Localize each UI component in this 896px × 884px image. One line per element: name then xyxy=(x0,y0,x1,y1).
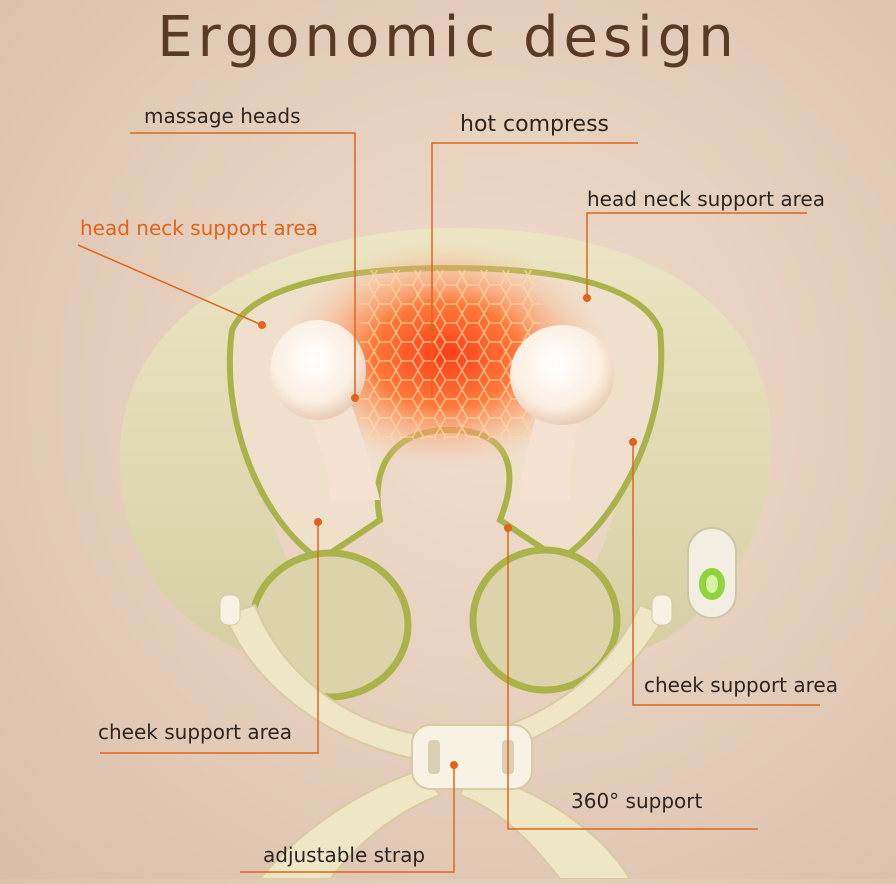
strap-buckle xyxy=(411,724,533,790)
label-cheek-support-right: cheek support area xyxy=(644,673,838,697)
page-title: Ergonomic design xyxy=(157,5,739,70)
label-head-neck-support-right: head neck support area xyxy=(587,187,825,211)
power-button-icon xyxy=(687,527,737,619)
leader-dots xyxy=(258,294,637,769)
leader-lines xyxy=(77,132,820,873)
hot-compress-grid xyxy=(360,270,540,440)
label-hot-compress: hot compress xyxy=(460,112,609,137)
massage-head-left xyxy=(270,320,380,500)
label-adjustable-strap: adjustable strap xyxy=(263,843,426,867)
label-massage-heads: massage heads xyxy=(144,104,301,128)
label-head-neck-support-left: head neck support area xyxy=(80,216,318,240)
cheek-support-right xyxy=(469,546,621,694)
massage-head-right xyxy=(510,325,614,500)
label-360-support: 360° support xyxy=(571,789,703,813)
label-cheek-support-left: cheek support area xyxy=(98,720,292,744)
